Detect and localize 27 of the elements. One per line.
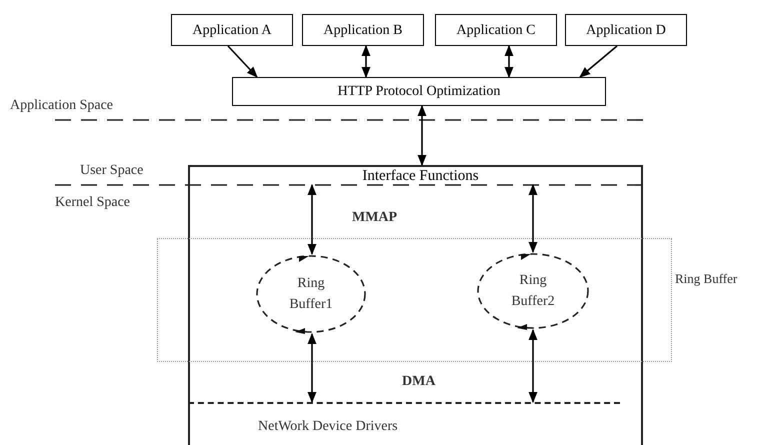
application-box: Application C — [435, 14, 557, 46]
layer-label: Kernel Space — [55, 194, 130, 212]
arrow — [418, 104, 426, 166]
layer-label: User Space — [80, 162, 144, 180]
application-box: Application D — [565, 14, 687, 46]
buffer-ellipse — [476, 252, 590, 330]
system-frame — [188, 165, 643, 445]
layer-title: Interface Functions — [188, 165, 643, 185]
arrow — [504, 44, 514, 78]
buffer-label: Ring Buffer1 — [288, 275, 334, 314]
arrow — [308, 332, 316, 404]
region-label: Ring Buffer — [675, 270, 738, 288]
layer-label: MMAP — [352, 209, 398, 227]
arrow — [308, 184, 316, 256]
layer-title: NetWork Device Drivers — [188, 402, 620, 445]
arrow — [528, 184, 538, 254]
layer-label: DMA — [402, 373, 436, 391]
layer-label: Application Space — [10, 97, 114, 115]
buffer-ellipse — [255, 254, 367, 334]
application-box: Application B — [302, 14, 424, 46]
application-box: Application A — [171, 14, 293, 46]
arrow — [227, 45, 258, 78]
arrow — [579, 45, 618, 78]
process-box: HTTP Protocol Optimization — [232, 77, 606, 106]
arrow — [528, 328, 538, 404]
arrow — [362, 44, 370, 78]
buffer-label: Ring Buffer2 — [510, 272, 556, 311]
